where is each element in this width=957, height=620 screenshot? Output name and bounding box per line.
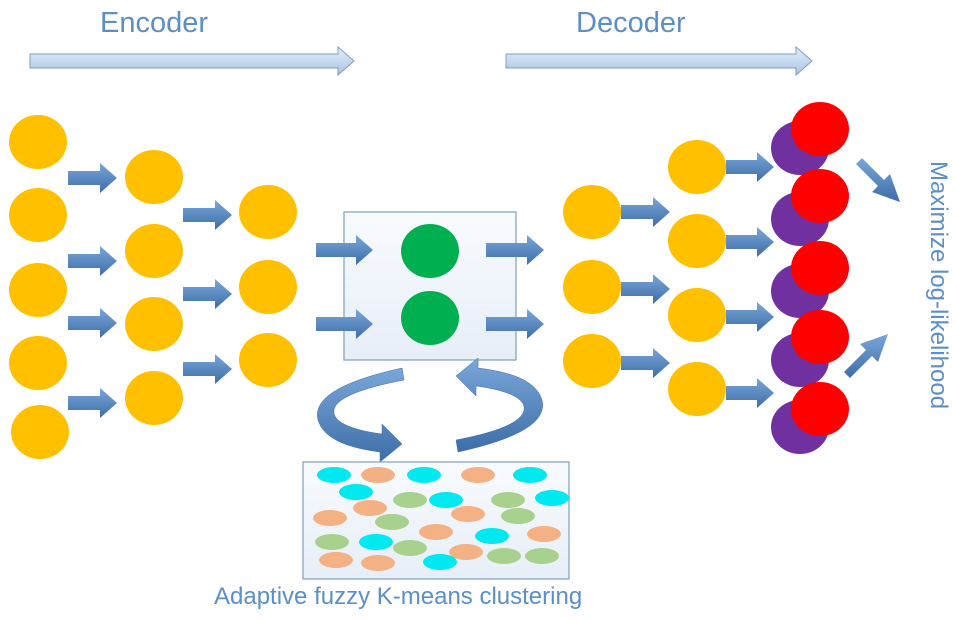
encoder-arrows-2 <box>183 200 232 384</box>
hidden-node <box>125 150 183 204</box>
cluster-point <box>315 534 349 550</box>
hidden-node <box>239 260 297 314</box>
hidden-node <box>563 185 621 239</box>
encoder-label: Encoder <box>100 7 209 39</box>
latent-arrows-in <box>316 235 373 339</box>
cluster-point <box>317 467 351 483</box>
hidden-node <box>239 333 297 387</box>
output-red-node <box>791 241 849 295</box>
decoder-arrows-1 <box>621 197 670 378</box>
encoder-hidden-layer-1 <box>125 150 183 425</box>
latent-node <box>401 224 459 278</box>
flow-arrow <box>621 274 670 304</box>
flow-arrow <box>68 388 117 418</box>
cluster-point <box>525 548 559 564</box>
output-red-node <box>791 102 849 156</box>
cluster-points <box>313 467 569 571</box>
hidden-node <box>125 297 183 351</box>
flow-arrow <box>183 354 232 384</box>
cluster-point <box>451 506 485 522</box>
output-red-node <box>791 310 849 364</box>
flow-arrow <box>726 152 774 182</box>
hidden-node <box>668 214 726 268</box>
cluster-point <box>419 524 453 540</box>
cluster-point <box>407 467 441 483</box>
hidden-node <box>668 288 726 342</box>
encoder-direction-arrow <box>29 45 355 77</box>
input-node <box>9 336 67 390</box>
cluster-point <box>361 555 395 571</box>
flow-arrow <box>486 235 544 265</box>
flow-arrow <box>316 235 373 265</box>
cluster-point <box>527 526 561 542</box>
flow-arrow <box>183 279 232 309</box>
objective-label: Maximize log-likelihood <box>925 160 952 410</box>
clustering-label: Adaptive fuzzy K-means clustering <box>214 583 583 610</box>
cluster-point <box>359 534 393 550</box>
latent-node <box>401 291 459 345</box>
encoder-hidden-layer-2 <box>239 185 297 387</box>
flow-arrow <box>726 227 774 257</box>
cycle-arrow-right <box>455 357 543 453</box>
decoder-direction-arrow <box>505 45 813 77</box>
cycle-arrow-left <box>317 367 405 463</box>
cluster-point <box>487 548 521 564</box>
hidden-node <box>125 371 183 425</box>
cluster-point <box>353 500 387 516</box>
latent-arrows-out <box>486 235 544 339</box>
objective-arrow-bottom <box>844 334 888 378</box>
decoder-hidden-layer-1 <box>563 185 621 388</box>
flow-arrow <box>486 309 544 339</box>
cluster-point <box>535 490 569 506</box>
decoder-label: Decoder <box>576 7 686 39</box>
cluster-point <box>361 467 395 483</box>
decoder-hidden-layer-2 <box>668 140 726 416</box>
flow-arrow <box>68 163 117 193</box>
flow-arrow <box>726 302 774 332</box>
cluster-point <box>475 528 509 544</box>
hidden-node <box>125 224 183 278</box>
flow-arrow <box>183 200 232 230</box>
cluster-point <box>339 484 373 500</box>
cluster-point <box>393 492 427 508</box>
input-node <box>9 188 67 242</box>
cluster-point <box>491 492 525 508</box>
cluster-point <box>429 492 463 508</box>
flow-arrow <box>621 348 670 378</box>
objective-arrow-top <box>852 158 900 202</box>
flow-arrow <box>68 308 117 338</box>
flow-arrow <box>726 378 774 408</box>
cluster-point <box>513 467 547 483</box>
output-red-node <box>791 169 849 223</box>
input-node <box>9 263 67 317</box>
decoder-arrows-2 <box>726 152 774 408</box>
flow-arrow <box>316 309 373 339</box>
cluster-point <box>423 554 457 570</box>
cluster-point <box>313 510 347 526</box>
hidden-node <box>239 185 297 239</box>
cluster-point <box>501 508 535 524</box>
flow-arrow <box>68 246 117 276</box>
cluster-point <box>461 467 495 483</box>
hidden-node <box>668 362 726 416</box>
encoder-input-layer <box>9 115 69 459</box>
cluster-point <box>449 544 483 560</box>
hidden-node <box>563 260 621 314</box>
output-layer <box>771 102 849 454</box>
cluster-point <box>375 514 409 530</box>
hidden-node <box>668 140 726 194</box>
input-node <box>9 115 67 169</box>
input-node <box>11 405 69 459</box>
cluster-point <box>393 540 427 556</box>
cluster-point <box>319 552 353 568</box>
encoder-arrows-1 <box>68 163 117 418</box>
clustering-cycle <box>317 357 543 463</box>
output-red-node <box>791 382 849 436</box>
flow-arrow <box>621 197 670 227</box>
hidden-node <box>563 334 621 388</box>
